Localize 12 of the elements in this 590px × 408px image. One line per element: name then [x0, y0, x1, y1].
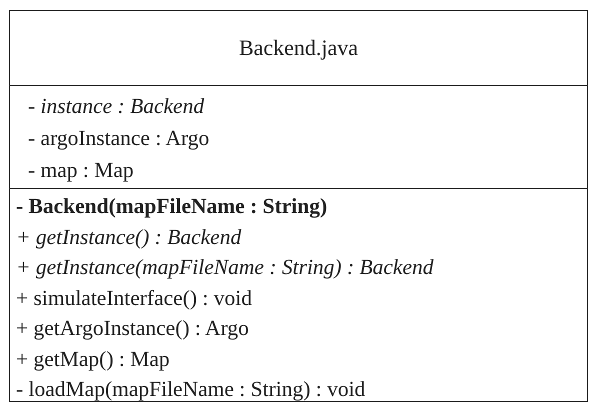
method-text: + getInstance(mapFileName : String) : Backend [16, 254, 434, 281]
uml-class-box [9, 10, 588, 402]
method-text: + getInstance() : Backend [16, 224, 242, 251]
method-text: + simulateInterface() : void [16, 284, 252, 312]
method-text: - loadMap(mapFileName : String) : void [16, 376, 366, 403]
class-name: Backend.java [10, 11, 587, 86]
attribute-text: - map : Map [28, 157, 134, 184]
method-text: + getArgoInstance() : Argo [16, 315, 249, 342]
attribute-text: - argoInstance : Argo [28, 125, 210, 152]
method-text: - Backend(mapFileName : String) [16, 193, 328, 220]
method-text: + getMap() : Map [16, 346, 170, 373]
attribute-text: - instance : Backend [28, 93, 204, 120]
